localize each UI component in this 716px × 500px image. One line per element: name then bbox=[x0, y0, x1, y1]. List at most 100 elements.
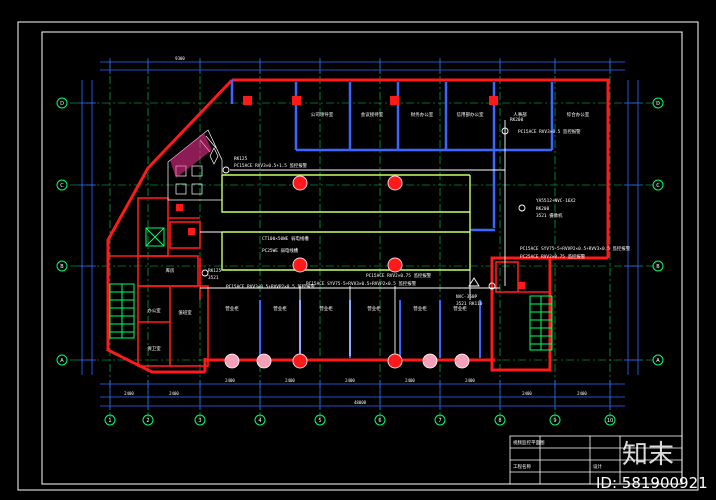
annotation-rk110: 3521 RK110 bbox=[456, 301, 483, 307]
annotation-line-2: PC15ACE RVV3×0.5 监控报警 bbox=[518, 128, 581, 135]
axis-label-left-b: B bbox=[60, 264, 64, 270]
outer-frame bbox=[17, 21, 699, 491]
axis-label-right-d: D bbox=[656, 101, 660, 107]
camera-icon bbox=[489, 96, 498, 105]
dim-bottom-5: 2400 bbox=[345, 378, 355, 383]
camera-symbols bbox=[176, 96, 525, 289]
room-label: 营业柜 bbox=[367, 305, 381, 312]
dome-camera-icon bbox=[387, 353, 403, 369]
room-label: 值班室 bbox=[178, 309, 192, 316]
camera-icon bbox=[292, 96, 301, 105]
room-label: 营业柜 bbox=[453, 305, 467, 312]
camera-icon bbox=[188, 228, 195, 235]
device-icon bbox=[222, 166, 230, 174]
axis-bubbles bbox=[56, 97, 664, 426]
camera-icon bbox=[518, 282, 525, 289]
annotation-nvc350p: NVC-350P bbox=[456, 294, 478, 300]
annotation-rk200: RK200 bbox=[510, 117, 524, 123]
axis-label-left-d: D bbox=[60, 101, 64, 107]
lamp-icon bbox=[422, 353, 438, 369]
dome-camera-icon bbox=[387, 257, 403, 273]
room-label: 库房 bbox=[166, 267, 175, 274]
room-label: 人事部 bbox=[513, 111, 527, 118]
dim-bottom-1: 2400 bbox=[124, 391, 134, 396]
room-label: 保卫室 bbox=[147, 345, 161, 352]
dim-bottom-7: 2400 bbox=[465, 378, 475, 383]
watermark-id: ID: 581900921 bbox=[596, 474, 708, 492]
axis-label-col-3: 3 bbox=[198, 418, 201, 424]
dim-bottom-2: 2400 bbox=[169, 391, 179, 396]
wiring bbox=[200, 120, 506, 356]
axis-label-col-8: 8 bbox=[498, 418, 501, 424]
axis-label-left-c: C bbox=[60, 183, 64, 189]
room-label: 信用部办公室 bbox=[457, 111, 484, 118]
annotation-rk125-2: RK125 bbox=[208, 268, 222, 274]
axis-label-col-9: 9 bbox=[553, 418, 556, 424]
annotation-rk200-2: RK200 bbox=[536, 206, 550, 212]
annotation-ya5512: YA5512+NVC-16X2 bbox=[536, 198, 576, 204]
room-label: 营业柜 bbox=[413, 305, 427, 312]
title-block-row3: 设计 bbox=[593, 463, 602, 470]
annotation-line-7: PC25ACE RVV2×0.75 监控报警 bbox=[520, 253, 586, 260]
dome-camera-icon bbox=[292, 175, 308, 191]
lamp-icon bbox=[454, 353, 470, 369]
dim-bottom-6: 2400 bbox=[405, 378, 415, 383]
annotation-3521-2: 3521 bbox=[208, 275, 219, 281]
lamp-icon bbox=[256, 353, 272, 369]
axis-lines bbox=[70, 60, 660, 418]
axis-label-col-7: 7 bbox=[438, 418, 441, 424]
axis-label-col-5: 5 bbox=[318, 418, 321, 424]
room-label: 办公室 bbox=[147, 307, 161, 314]
device-markers bbox=[201, 127, 526, 290]
light-circles bbox=[224, 353, 470, 369]
annotation-line-4: PC15ACE SYV75-5+RVV3×0.5+RVVP2×0.5 监控报警 bbox=[306, 280, 417, 287]
device-icon bbox=[518, 204, 526, 212]
camera-icon bbox=[176, 204, 183, 211]
room-label: 营业柜 bbox=[273, 305, 287, 312]
lobby-conduit bbox=[221, 174, 471, 271]
axis-label-right-b: B bbox=[656, 264, 660, 270]
interior-walls bbox=[108, 197, 550, 367]
dim-bottom-4: 2400 bbox=[285, 378, 295, 383]
office-partitions bbox=[230, 80, 554, 232]
dimension-lines bbox=[81, 61, 639, 407]
device-icon bbox=[488, 282, 496, 290]
dim-bottom-8: 2400 bbox=[522, 391, 532, 396]
axis-label-col-2: 2 bbox=[146, 418, 149, 424]
axis-label-col-10: 10 bbox=[607, 418, 613, 424]
dim-top-1: 9300 bbox=[175, 56, 185, 61]
title-block-row2: 工程名称 bbox=[513, 463, 531, 470]
dome-camera-icon bbox=[292, 353, 308, 369]
annotation-line-6: PC15ACE SYV75-5+RVVP2×0.5+RVV3×0.5 监控报警 bbox=[520, 245, 631, 252]
room-label: 财务办公室 bbox=[411, 111, 434, 118]
dim-bottom-3: 2400 bbox=[225, 378, 235, 383]
camera-icon bbox=[243, 96, 252, 105]
device-icon bbox=[501, 127, 509, 135]
core-elements bbox=[109, 227, 553, 351]
axis-label-left-a: A bbox=[60, 358, 64, 364]
room-label: 会议接待室 bbox=[361, 111, 384, 118]
axis-label-right-a: A bbox=[656, 358, 660, 364]
title-block bbox=[509, 435, 683, 485]
annotation-line-1: PC15ACE RVV3×0.5+1.5 监控报警 bbox=[234, 162, 308, 169]
dim-bottom-9: 2400 bbox=[577, 391, 587, 396]
annotation-pc25we: PC25WE 弱电线槽 bbox=[262, 247, 299, 254]
camera-icon bbox=[390, 96, 399, 105]
title-block-row1: 视频监控平面图 bbox=[513, 439, 545, 446]
dimension-ticks bbox=[78, 58, 642, 410]
annotation-ct100: CT100×50WE 弱电线槽 bbox=[262, 235, 309, 242]
axis-label-col-1: 1 bbox=[108, 418, 111, 424]
device-icon bbox=[201, 269, 209, 277]
dome-camera-icon bbox=[387, 175, 403, 191]
room-label: 综合办公室 bbox=[567, 111, 590, 118]
toilet-hatch bbox=[170, 133, 212, 178]
dome-cameras bbox=[292, 175, 403, 369]
room-label: 营业柜 bbox=[225, 305, 239, 312]
axis-label-col-6: 6 bbox=[378, 418, 381, 424]
watermark-brand: 知末 bbox=[622, 440, 674, 470]
room-label: 营业柜 bbox=[319, 305, 333, 312]
annotation-line-3: PC15ACE RVV3×0.5+RVVP2×0.5 监控报警 bbox=[226, 283, 316, 290]
annotation-rk125: RK125 bbox=[234, 156, 248, 162]
axis-label-right-c: C bbox=[656, 183, 660, 189]
